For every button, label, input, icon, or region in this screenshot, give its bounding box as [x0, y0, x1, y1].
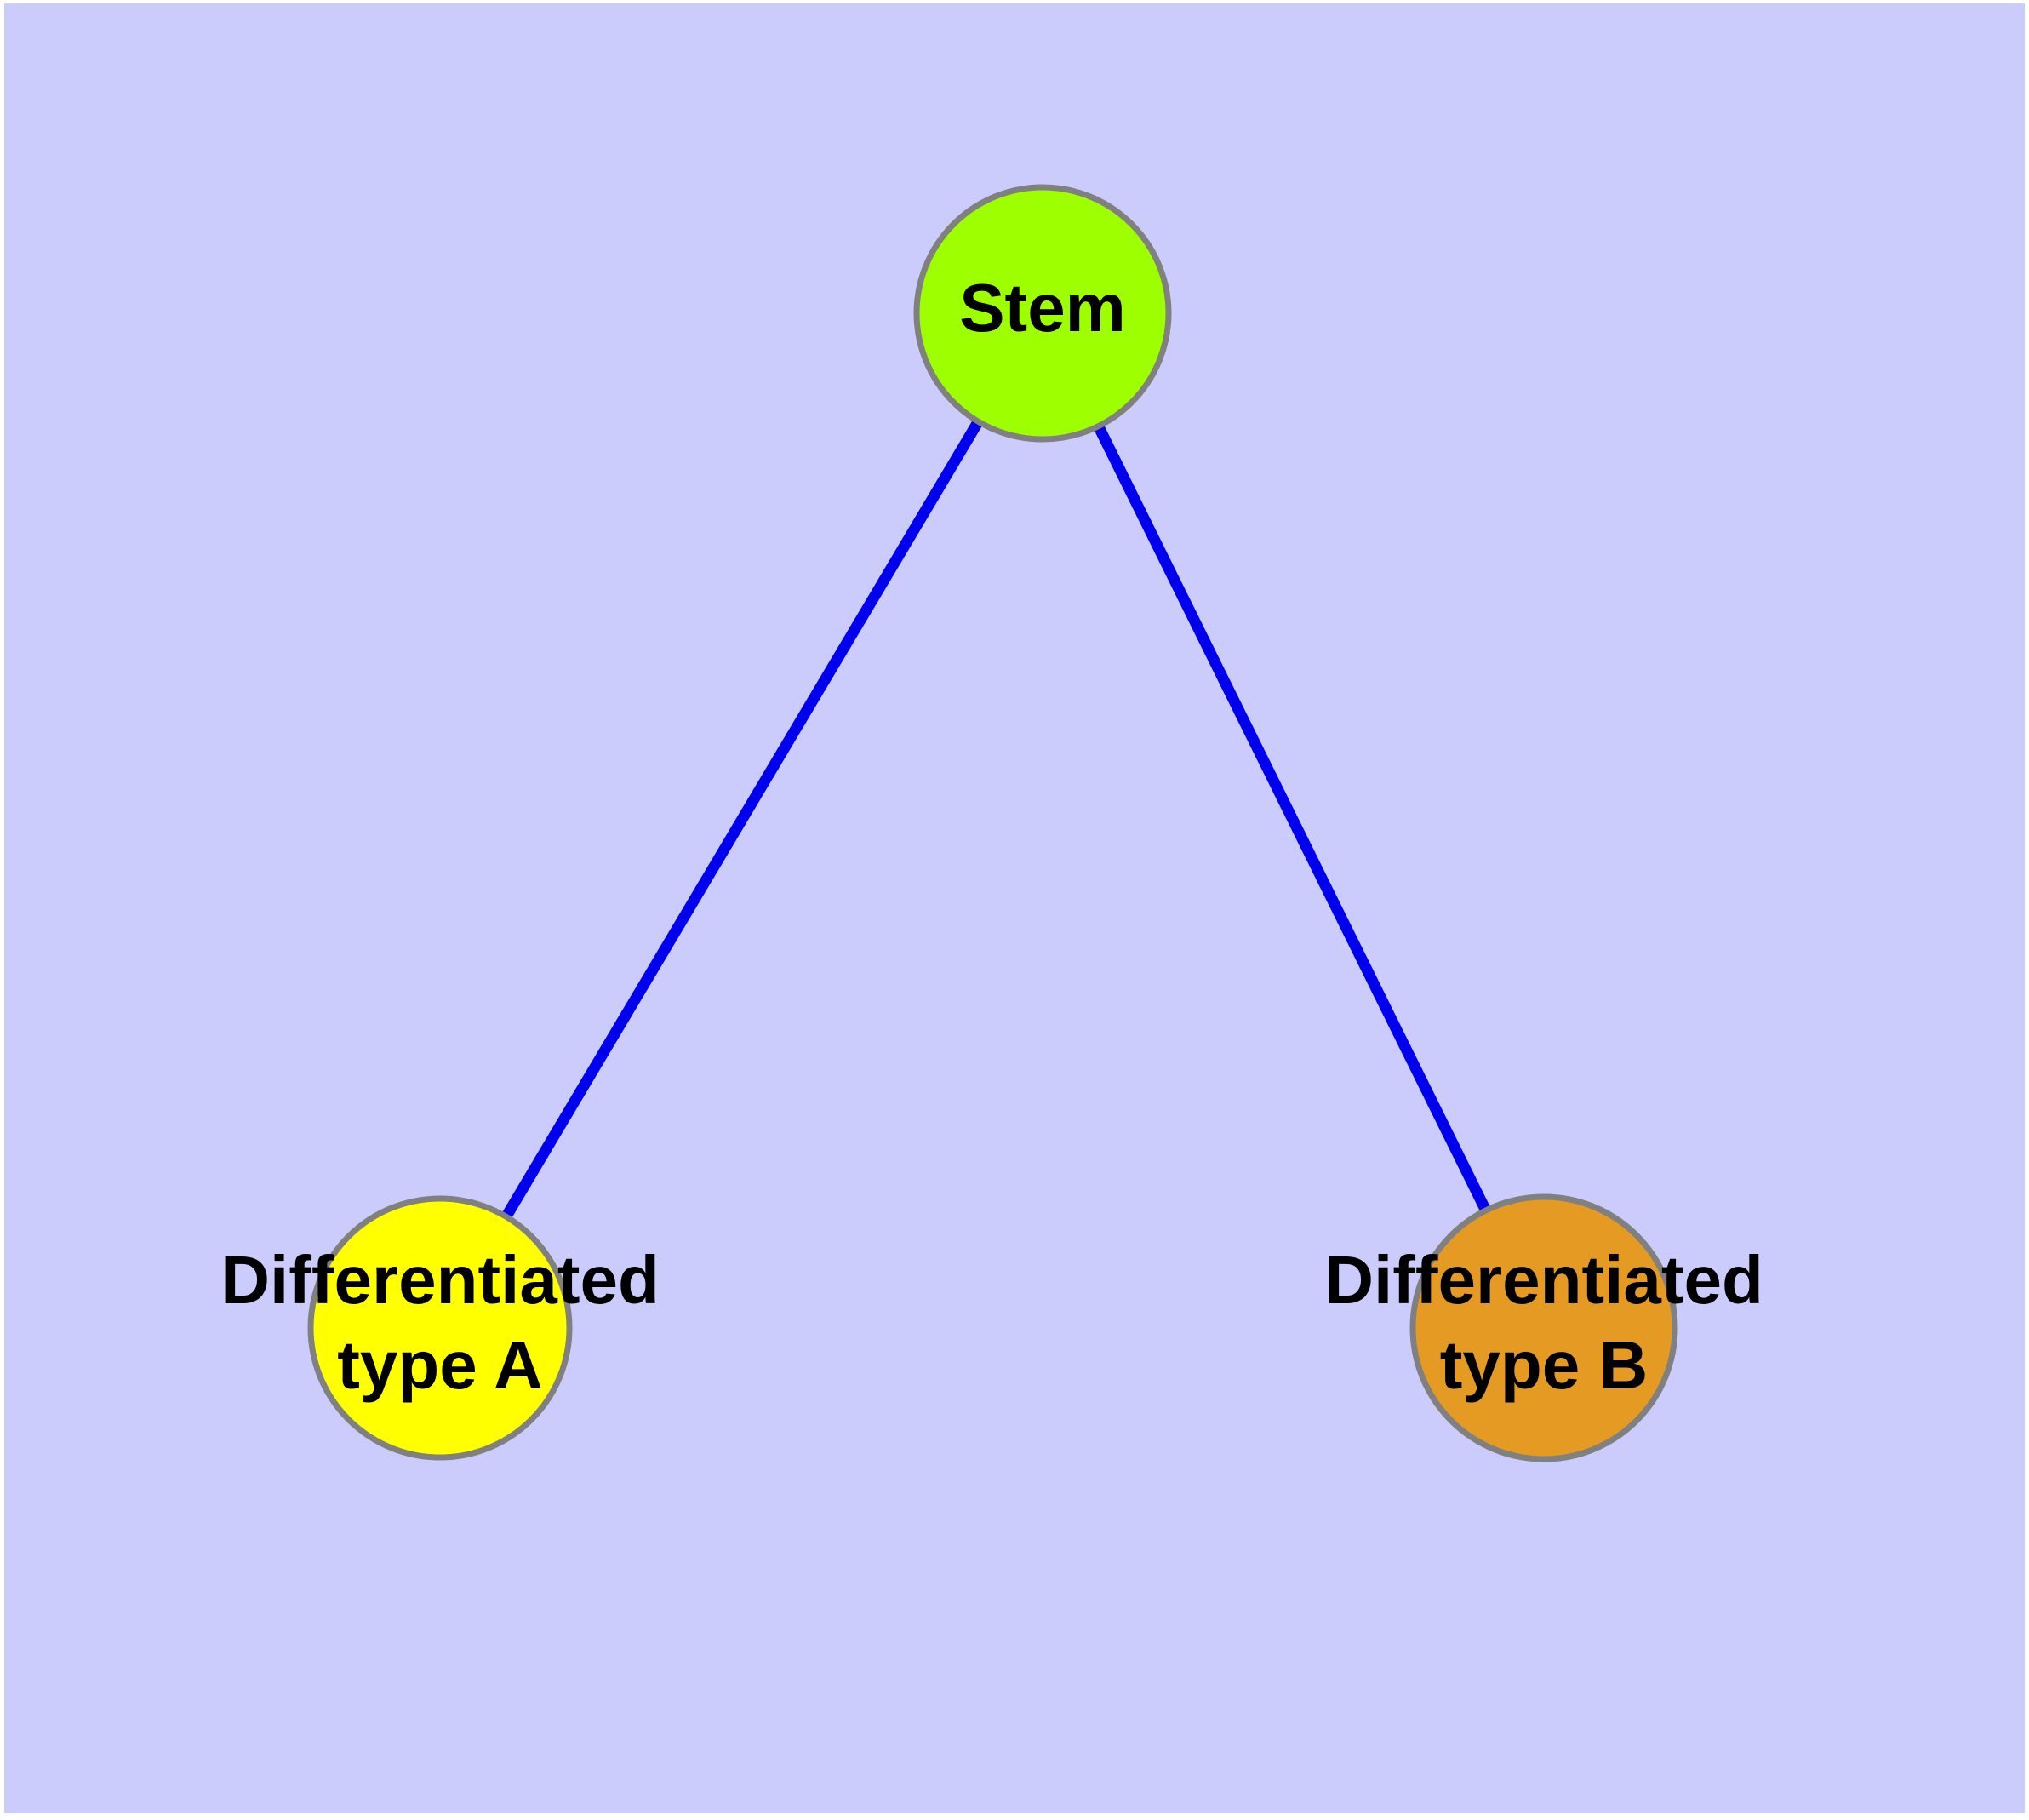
edge-layer	[500, 417, 1492, 1222]
node-stem[interactable]	[913, 184, 1172, 443]
node-differentiated-type-a[interactable]	[307, 1195, 573, 1461]
edge-stem-to-differentiated-type-a[interactable]	[500, 417, 985, 1222]
node-differentiated-type-b[interactable]	[1409, 1193, 1678, 1462]
node-label-stem: Stem	[959, 270, 1126, 346]
node-layer	[307, 184, 1678, 1462]
edge-stem-to-differentiated-type-b[interactable]	[1092, 422, 1492, 1215]
